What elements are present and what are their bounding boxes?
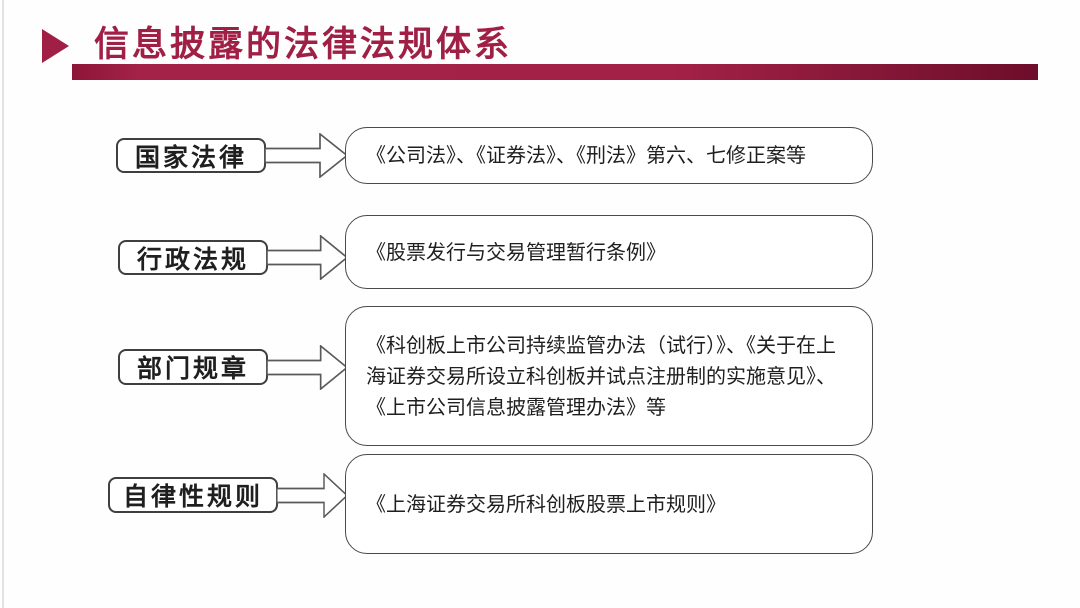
level-box-national-law: 国家法律 (116, 138, 266, 173)
content-text: 《公司法》、《证券法》、《刑法》第六、七修正案等 (366, 143, 806, 167)
content-text: 《股票发行与交易管理暂行条例》 (366, 239, 666, 264)
page-title: 信息披露的法律法规体系 (94, 24, 513, 65)
content-box-administrative-regulation: 《股票发行与交易管理暂行条例》 (345, 215, 873, 289)
level-label: 自律性规则 (122, 482, 263, 511)
block-arrow-right-icon (264, 133, 348, 178)
block-arrow-right-icon (276, 473, 348, 518)
slide-left-edge-divider (2, 0, 4, 608)
block-arrow-right-icon (266, 235, 348, 280)
level-box-departmental-rules: 部门规章 (118, 349, 268, 385)
content-box-self-regulatory-rules: 《上海证券交易所科创板股票上市规则》 (345, 454, 873, 554)
level-box-self-regulatory-rules: 自律性规则 (108, 477, 278, 513)
title-underline-bar (72, 64, 1038, 80)
level-box-administrative-regulation: 行政法规 (118, 240, 268, 275)
content-box-departmental-rules: 《科创板上市公司持续监管办法（试行）》、《关于在上海证券交易所设立科创板并试点注… (345, 306, 873, 446)
block-arrow-right-icon (266, 345, 348, 390)
title-bullet-triangle-icon (42, 29, 69, 63)
content-text: 《科创板上市公司持续监管办法（试行）》、《关于在上海证券交易所设立科创板并试点注… (366, 332, 836, 419)
content-box-national-law: 《公司法》、《证券法》、《刑法》第六、七修正案等 (345, 127, 873, 184)
level-label: 部门规章 (136, 354, 249, 383)
level-label: 行政法规 (136, 244, 249, 274)
level-label: 国家法律 (134, 142, 247, 172)
content-text: 《上海证券交易所科创板股票上市规则》 (366, 491, 726, 516)
